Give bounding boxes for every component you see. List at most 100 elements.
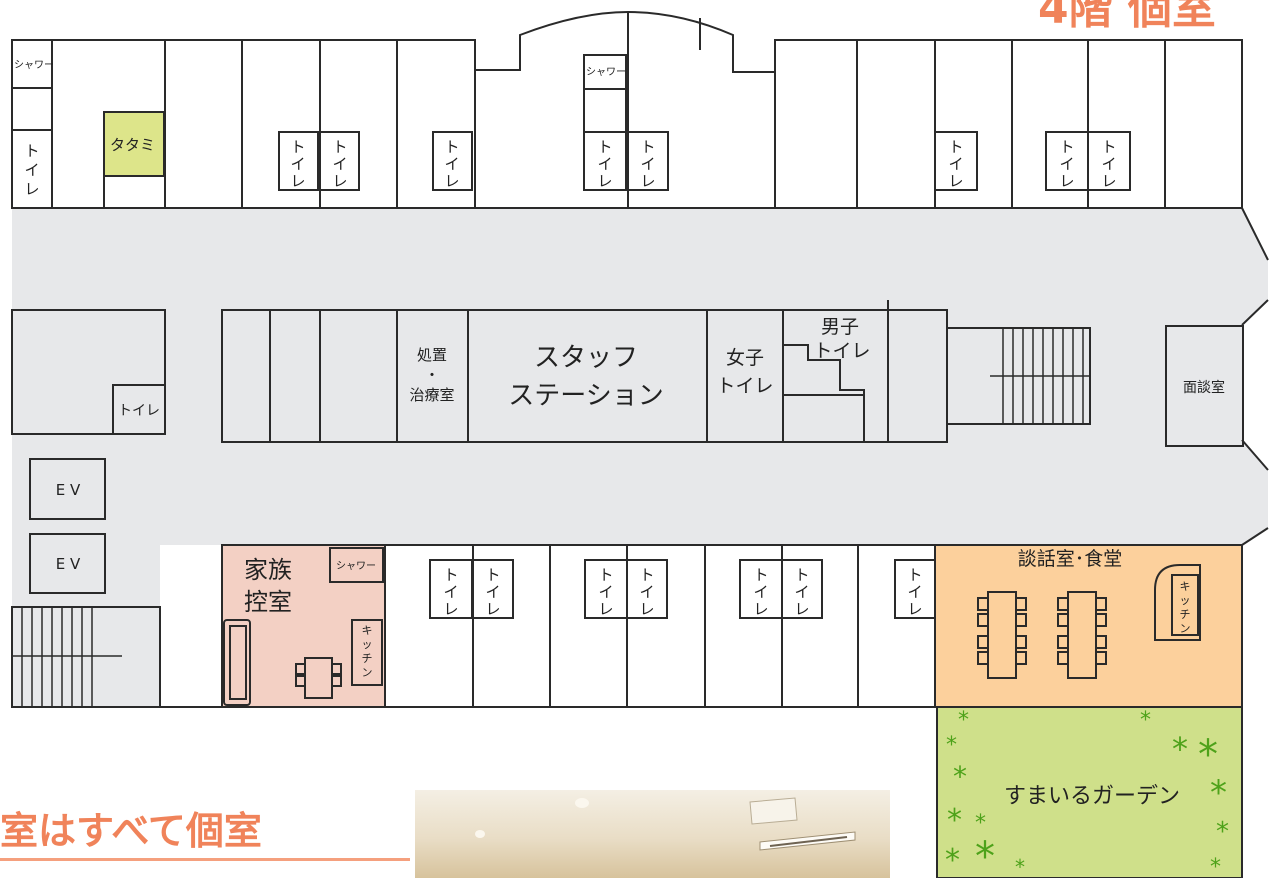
toilet-box [626, 559, 668, 619]
svg-text:キ: キ [1180, 580, 1191, 593]
ev-label: E V [56, 555, 81, 573]
toilet-label: トイレ [753, 566, 768, 618]
svg-text:キ: キ [362, 624, 373, 637]
treatment-room-label: 処置 ・ 治療室 [409, 346, 454, 404]
sofa [223, 619, 251, 706]
svg-text:*: * [947, 803, 962, 838]
toilet-box [934, 131, 978, 191]
svg-text:イ: イ [794, 583, 809, 601]
dining-table-lounge-2 [1057, 591, 1107, 679]
svg-text:イ: イ [290, 155, 305, 173]
svg-text:レ: レ [1101, 172, 1116, 190]
heading-underline [0, 858, 410, 861]
womens-toilet-label: 女子 トイレ [716, 347, 773, 397]
svg-text:*: * [1210, 773, 1227, 813]
toilet-label: トイレ [444, 138, 459, 190]
kitchen-box-family [351, 619, 383, 686]
svg-text:レ: レ [640, 172, 655, 190]
toilet-label: トイレ [1101, 138, 1116, 190]
kitchen-label: キ ッ チ ン [1180, 580, 1191, 635]
svg-text:女子: 女子 [726, 347, 764, 369]
smile-garden [936, 706, 1243, 878]
toilet-label: トイレ [485, 566, 500, 618]
shower-label: シャワー [586, 67, 626, 78]
toilet-box [1087, 131, 1131, 191]
svg-text:レ: レ [1059, 172, 1074, 190]
svg-text:ッ: ッ [362, 638, 373, 651]
svg-text:レ: レ [794, 600, 809, 618]
svg-text:*: * [1172, 730, 1188, 768]
toilet-label: トイレ [1059, 138, 1074, 190]
svg-text:*: * [975, 811, 986, 836]
svg-text:レ: レ [598, 600, 613, 618]
svg-text:家族: 家族 [244, 556, 292, 584]
mens-toilet-label: 男子 トイレ [813, 316, 870, 362]
toilet-label: トイレ [948, 138, 963, 190]
svg-text:ト: ト [290, 138, 305, 156]
svg-text:*: * [958, 708, 969, 733]
shower-box-family [329, 547, 384, 583]
svg-text:*: * [1198, 732, 1218, 778]
toilet-label: トイレ [640, 138, 655, 190]
svg-text:ト: ト [598, 566, 613, 584]
svg-text:レ: レ [948, 172, 963, 190]
toilet-box [432, 131, 473, 191]
lounge-label: 談話室･食堂 [1018, 548, 1123, 570]
svg-text:チ: チ [362, 652, 373, 665]
svg-text:ト: ト [639, 566, 654, 584]
toilet-box [319, 131, 360, 191]
shower-label: シャワー [14, 60, 54, 71]
svg-text:ト: ト [640, 138, 655, 156]
svg-text:イ: イ [443, 583, 458, 601]
svg-text:イ: イ [753, 583, 768, 601]
svg-text:*: * [1216, 817, 1229, 847]
svg-text:*: * [1015, 855, 1025, 878]
room-photo [415, 790, 890, 878]
svg-text:・: ・ [424, 366, 439, 384]
svg-text:レ: レ [444, 172, 459, 190]
kitchen-counter-lounge [1154, 564, 1201, 641]
dining-table-lounge-1 [977, 591, 1027, 679]
section-heading: 室はすべて個室 [0, 809, 262, 853]
svg-text:*: * [946, 733, 957, 758]
garden-label: すまいるガーデン [1004, 784, 1180, 809]
toilet-label: トイレ [443, 566, 458, 618]
toilet-label: トイレ [598, 566, 613, 618]
svg-text:ト: ト [444, 138, 459, 156]
svg-text:ト: ト [794, 566, 809, 584]
svg-text:レ: レ [290, 172, 305, 190]
svg-text:*: * [1210, 855, 1221, 878]
svg-text:ン: ン [1180, 622, 1191, 635]
svg-text:イ: イ [907, 583, 922, 601]
ev-box [29, 458, 106, 520]
svg-text:レ: レ [443, 600, 458, 618]
svg-text:ト: ト [948, 138, 963, 156]
svg-text:ン: ン [362, 666, 373, 679]
svg-text:ト: ト [753, 566, 768, 584]
floor-label: 4階 個室 [1038, 0, 1216, 34]
svg-text:ト: ト [332, 138, 347, 156]
svg-text:スタッフ: スタッフ [534, 343, 638, 373]
svg-text:*: * [975, 834, 995, 878]
toilet-box-horizontal [112, 384, 166, 435]
svg-text:イ: イ [639, 583, 654, 601]
svg-text:処置: 処置 [417, 346, 447, 364]
toilet-label-top-left: ト イ レ [24, 142, 39, 198]
tatami-room [103, 111, 165, 177]
corridor [12, 208, 1268, 707]
svg-text:レ: レ [753, 600, 768, 618]
svg-text:*: * [953, 760, 967, 793]
svg-text:イ: イ [485, 583, 500, 601]
svg-text:ト: ト [1059, 138, 1074, 156]
svg-text:イ: イ [598, 583, 613, 601]
svg-text:イ: イ [332, 155, 347, 173]
svg-text:*: * [1140, 708, 1151, 733]
toilet-label: トイレ [794, 566, 809, 618]
svg-text:ッ: ッ [1180, 594, 1191, 607]
interview-room [1165, 325, 1244, 447]
toilet-label: トイレ [597, 138, 612, 190]
tatami-label: タタミ [110, 136, 155, 154]
svg-text:ト: ト [443, 566, 458, 584]
toilet-box [627, 131, 669, 191]
